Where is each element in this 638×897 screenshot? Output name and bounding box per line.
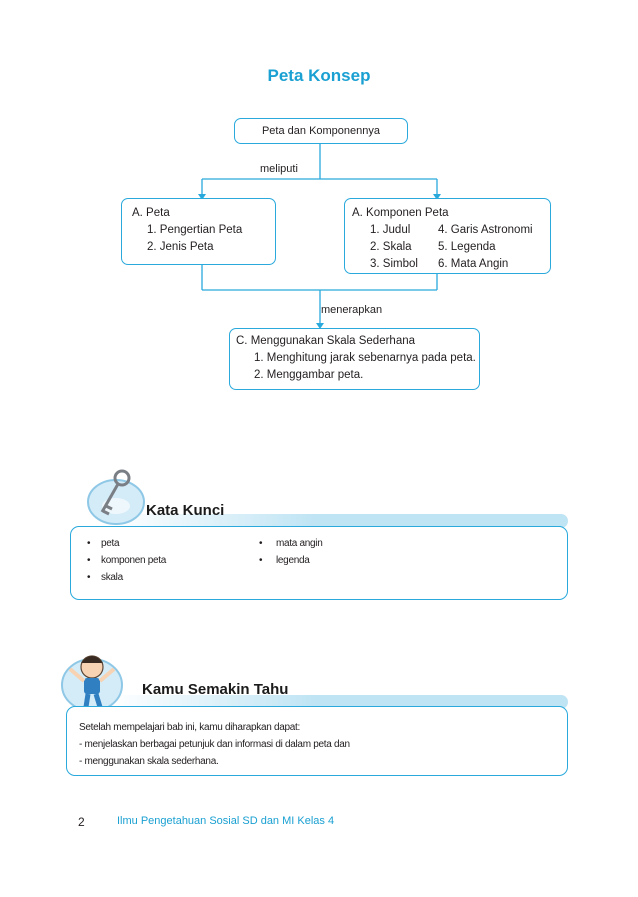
box-b-heading: A. Komponen Peta [352,205,548,222]
info-line: - menjelaskan berbagai petunjuk dan info… [79,736,350,753]
keyword-item: •skala [87,569,166,586]
kamu-semakin-tahu-title: Kamu Semakin Tahu [142,681,288,698]
box-b-item: 2. Skala [370,239,438,256]
box-c-item: 1. Menghitung jarak sebenarnya pada peta… [254,350,476,367]
kamu-semakin-tahu-section: Kamu Semakin Tahu Setelah mempelajari ba… [0,635,638,785]
book-title: Ilmu Pengetahuan Sosial SD dan MI Kelas … [117,815,334,827]
concept-box-peta: A. Peta 1. Pengertian Peta 2. Jenis Peta [121,198,276,265]
box-a-heading: A. Peta [132,205,242,222]
box-b-item: 4. Garis Astronomi [438,222,533,239]
kata-kunci-section: Kata Kunci •peta •komponen peta •skala •… [0,460,638,610]
box-b-item: 5. Legenda [438,239,533,256]
box-c-heading: C. Menggunakan Skala Sederhana [236,333,476,350]
box-c-item: 2. Menggambar peta. [254,367,476,384]
box-b-item: 1. Judul [370,222,438,239]
page-number: 2 [78,815,85,829]
concept-box-komponen: A. Komponen Peta 1. Judul 2. Skala 3. Si… [344,198,551,274]
link-label-meliputi: meliputi [260,163,298,175]
keyword-item: •peta [87,535,166,552]
box-a-item: 1. Pengertian Peta [147,222,242,239]
concept-root-box: Peta dan Komponennya [234,118,408,144]
box-b-item: 3. Simbol [370,256,438,273]
keyword-item: •komponen peta [87,552,166,569]
keyword-item: •legenda [259,552,322,569]
kata-kunci-title: Kata Kunci [146,502,224,519]
keyword-item: •mata angin [259,535,322,552]
kata-kunci-box: •peta •komponen peta •skala •mata angin … [70,526,568,600]
concept-root-label: Peta dan Komponennya [235,119,407,143]
info-line: - menggunakan skala sederhana. [79,753,350,770]
link-label-menerapkan: menerapkan [321,304,382,316]
kamu-semakin-tahu-box: Setelah mempelajari bab ini, kamu dihara… [66,706,568,776]
box-b-item: 6. Mata Angin [438,256,533,273]
box-a-item: 2. Jenis Peta [147,239,242,256]
concept-box-skala: C. Menggunakan Skala Sederhana 1. Menghi… [229,328,480,390]
info-line: Setelah mempelajari bab ini, kamu dihara… [79,719,350,736]
